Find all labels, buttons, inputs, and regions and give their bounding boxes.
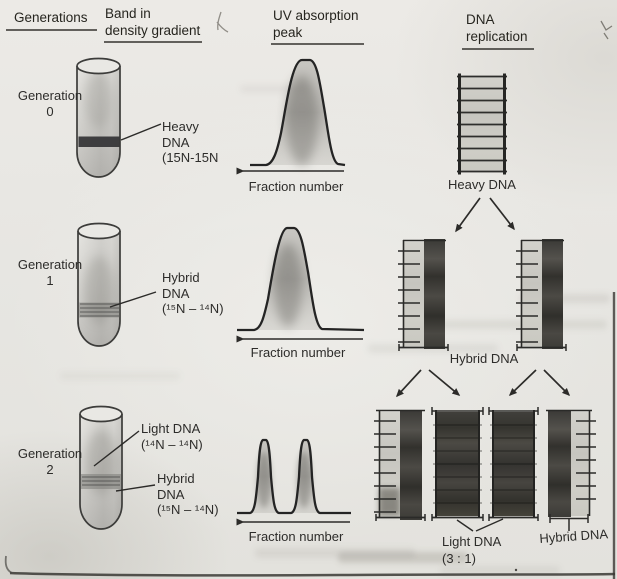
hybrid-dna-band-label: Hybrid DNA (¹⁵N – ¹⁴N) xyxy=(162,270,224,316)
light-dna-callout-lines xyxy=(456,518,504,532)
fraction-number-label-gen0: Fraction number xyxy=(248,179,344,194)
replication-arrows-gen1 xyxy=(395,369,571,398)
dna-ladder-gen2-hybrid-left xyxy=(374,409,426,521)
header-dna-replication: DNA replication xyxy=(466,12,528,44)
light-dna-ratio-label: Light DNA (3 : 1) xyxy=(442,534,502,566)
hybrid-dna-band xyxy=(79,302,120,318)
hybrid-dna-band-gen2 xyxy=(81,474,121,489)
ink-smudge-marks xyxy=(216,11,613,40)
heavy-dna-band xyxy=(78,136,120,147)
tube-generation-2 xyxy=(79,405,123,530)
dna-ladder-hybrid-right xyxy=(516,239,567,351)
tube-generation-0 xyxy=(76,57,121,178)
heavy-dna-molecule-label: Heavy DNA xyxy=(448,177,516,192)
uv-graph-gen2 xyxy=(236,438,351,526)
pointer-hybrid-band xyxy=(109,291,157,308)
fraction-number-label-gen1: Fraction number xyxy=(250,345,346,360)
dna-ladder-gen2-hybrid-right xyxy=(546,409,596,517)
header-underlines xyxy=(6,29,534,50)
generation-1-label: Generation 1 xyxy=(17,257,83,288)
page-edge-lines xyxy=(4,292,616,579)
heavy-dna-band-label: Heavy DNA (15N-15N xyxy=(162,119,219,165)
hybrid-dna-band-label-gen2: Hybrid DNA (¹⁵N – ¹⁴N) xyxy=(157,471,219,517)
uv-graph-gen1 xyxy=(236,226,365,343)
dna-ladder-heavy xyxy=(457,73,507,175)
header-band-density-gradient: Band in density gradient xyxy=(105,6,201,38)
dna-ladder-hybrid-left xyxy=(398,239,449,351)
dna-ladder-gen2-light-2 xyxy=(488,407,539,521)
dna-ladder-gen2-light-1 xyxy=(431,407,484,521)
uv-graph-gen0 xyxy=(236,58,346,175)
pointer-heavy-band xyxy=(120,123,162,141)
tube-generation-1 xyxy=(77,222,121,347)
hybrid-dna-molecule-label: Hybrid DNA xyxy=(449,351,519,366)
header-uv-absorption-peak: UV absorption peak xyxy=(273,8,359,40)
generation-0-label: Generation 0 xyxy=(17,88,83,119)
header-generations: Generations xyxy=(14,10,88,25)
fraction-number-label-gen2: Fraction number xyxy=(248,529,344,544)
pointer-light-dna xyxy=(93,430,140,467)
generation-2-label: Generation 2 xyxy=(17,446,83,477)
replication-arrows-gen0 xyxy=(455,197,515,233)
light-dna-band-label: Light DNA (¹⁴N – ¹⁴N) xyxy=(141,421,203,452)
pointer-hybrid-dna-gen2 xyxy=(115,484,156,492)
hybrid-dna-bracket xyxy=(549,514,589,531)
